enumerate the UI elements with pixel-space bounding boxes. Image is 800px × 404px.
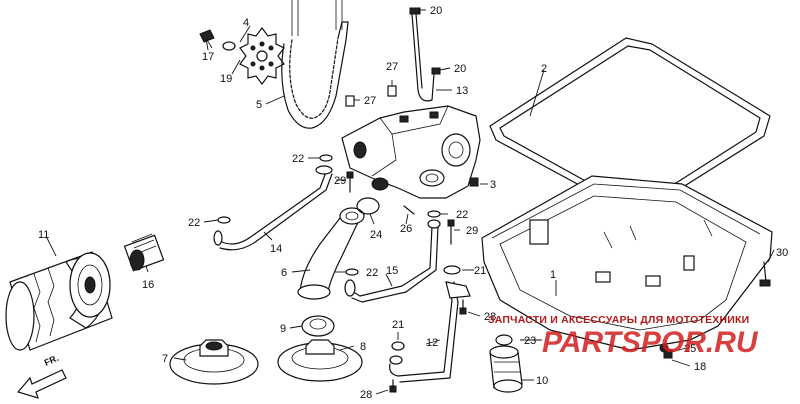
- callout-25: 25: [684, 343, 696, 355]
- dowel: [403, 205, 415, 215]
- leader-lines: [45, 9, 775, 395]
- callout-labels: 1 2 3 4 5 6 7 8 9 10 11 12 13 14 15 16 1…: [38, 5, 788, 401]
- callout-19: 19: [220, 73, 232, 85]
- callout-16: 16: [142, 279, 154, 291]
- watermark-tagline: ЗАПЧАСТИ И АКСЕССУАРЫ ДЛЯ МОТОТЕХНИКИ: [488, 314, 749, 326]
- oil-pump-drive-chain: [281, 0, 349, 129]
- callout-17: 17: [202, 51, 214, 63]
- oil-pan: [481, 175, 773, 353]
- callout-13: 13: [456, 85, 468, 97]
- callout-14: 14: [270, 243, 282, 255]
- oil-pipe-left: [213, 165, 333, 251]
- callout-12: 12: [426, 337, 438, 349]
- callout-24: 24: [370, 229, 382, 241]
- callout-21a: 21: [392, 319, 404, 331]
- callout-30: 30: [776, 247, 788, 259]
- callout-20b: 20: [454, 63, 466, 75]
- callout-28a: 28: [484, 311, 496, 323]
- bolts: [346, 171, 673, 393]
- callout-4: 4: [243, 17, 249, 29]
- oil-pan-gasket: [489, 37, 771, 215]
- callout-10: 10: [536, 375, 548, 387]
- callout-29a: 29: [334, 175, 346, 187]
- callout-2: 2: [541, 63, 547, 75]
- callout-8: 8: [360, 341, 366, 353]
- oil-strainer-screen: [277, 339, 363, 382]
- oil-pipe-right: [389, 281, 471, 383]
- callout-21b: 21: [474, 265, 486, 277]
- callout-22d: 22: [456, 209, 468, 221]
- sprocket-bolt: [199, 29, 236, 51]
- callout-5: 5: [256, 99, 262, 111]
- callout-22c: 22: [366, 267, 378, 279]
- callout-15: 15: [386, 265, 398, 277]
- callout-7: 7: [162, 353, 168, 365]
- watermark-brand: PARTSPOR.RU: [542, 326, 759, 359]
- callout-29b: 29: [466, 225, 478, 237]
- oil-filter-nipple: [123, 233, 165, 272]
- oil-strainer-pipe: [297, 207, 365, 300]
- callout-11: 11: [38, 229, 49, 241]
- oil-pipe-center: [344, 219, 441, 303]
- callout-27a: 27: [386, 61, 398, 73]
- oil-filter: [5, 251, 113, 351]
- callout-22b: 22: [188, 217, 200, 229]
- callout-22a: 22: [292, 153, 304, 165]
- oil-pump-assembly: [341, 105, 481, 199]
- callout-1: 1: [550, 269, 556, 281]
- callout-3: 3: [490, 179, 496, 191]
- callout-23: 23: [524, 335, 536, 347]
- front-direction-arrow: FR.: [16, 353, 67, 399]
- o-ring: [356, 197, 380, 215]
- oil-pan-bolt: [759, 261, 771, 287]
- callout-28b: 28: [360, 389, 372, 401]
- callout-9: 9: [280, 323, 286, 335]
- oil-strainer: [169, 339, 259, 385]
- callout-26: 26: [400, 223, 412, 235]
- front-direction-label: FR.: [43, 353, 60, 368]
- strainer-seal: [301, 315, 335, 337]
- callout-18: 18: [694, 361, 706, 373]
- watermark: ЗАПЧАСТИ И АКСЕССУАРЫ ДЛЯ МОТОТЕХНИКИ PA…: [488, 314, 759, 359]
- callout-20a: 20: [430, 5, 442, 17]
- oil-pump-sprocket: [239, 27, 285, 85]
- oil-pipe-upper: [409, 7, 441, 102]
- oil-pressure-relief-valve: [489, 334, 523, 393]
- callout-6: 6: [281, 267, 287, 279]
- callout-27b: 27: [364, 95, 376, 107]
